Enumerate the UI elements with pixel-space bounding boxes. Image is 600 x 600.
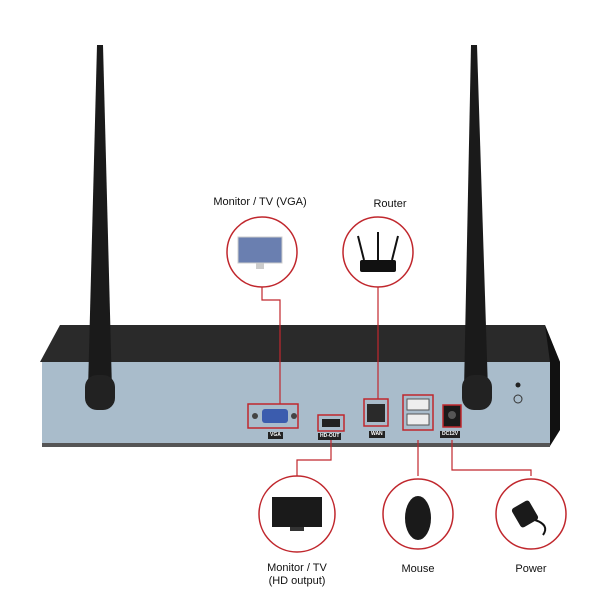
antenna-left-icon — [85, 45, 115, 410]
vga-monitor-label: Monitor / TV (VGA) — [213, 196, 307, 208]
vga-monitor-icon — [226, 216, 298, 288]
router-label: Router — [373, 198, 407, 210]
dc-power-port-icon — [442, 404, 462, 428]
hd-monitor-label-line1: Monitor / TV — [267, 562, 327, 574]
hdout-port-label: HD-OUT — [318, 433, 342, 440]
tv-monitor-icon — [258, 475, 336, 553]
vga-port-icon — [247, 403, 299, 429]
antenna-right-icon — [462, 45, 492, 410]
power-adapter-icon — [495, 478, 567, 550]
mouse-icon — [382, 478, 454, 550]
vga-port-label: VGA — [268, 432, 283, 439]
wan-port-label: WAN — [369, 431, 385, 438]
usb-ports-icon — [402, 394, 434, 431]
mouse-label: Mouse — [401, 563, 435, 575]
connection-lines — [261, 287, 532, 476]
nvr-right-side — [545, 325, 560, 446]
power-label: Power — [515, 563, 547, 575]
ethernet-port-icon — [363, 398, 389, 427]
hd-monitor-label: Monitor / TV(HD output) — [247, 562, 347, 588]
router-icon — [342, 216, 414, 288]
nvr-top — [40, 325, 560, 362]
dc-port-label: DC12V — [440, 431, 461, 438]
hdmi-port-icon — [317, 414, 345, 432]
hd-monitor-label-line2: (HD output) — [268, 575, 326, 587]
